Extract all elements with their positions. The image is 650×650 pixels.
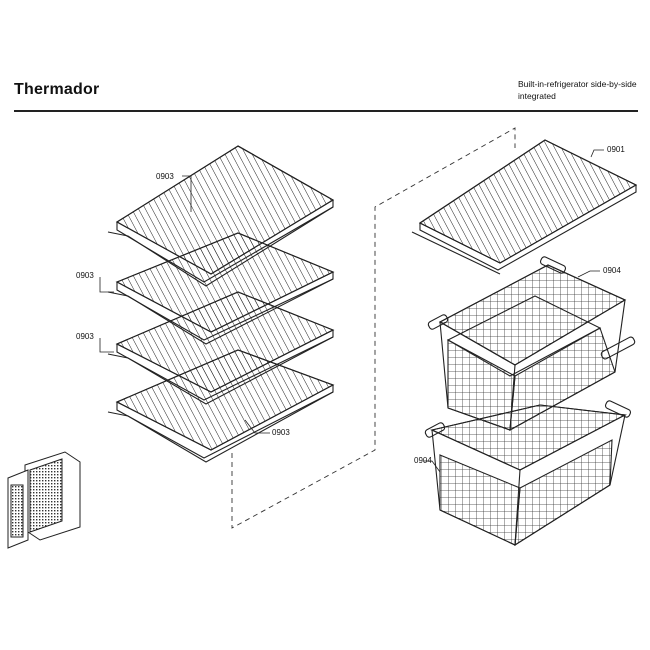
description-line-1: Built-in-refrigerator side-by-side	[518, 79, 637, 89]
part-label-shelf-right: 0901	[607, 145, 625, 154]
part-label-shelf-top: 0903	[156, 172, 174, 181]
description-line-2: integrated	[518, 91, 556, 101]
shelf-bottom	[107, 349, 335, 463]
leader-lines	[99, 149, 604, 473]
part-label-shelf-bottom: 0903	[272, 428, 290, 437]
refrigerator-thumbnail-icon	[7, 451, 81, 549]
part-label-basket-top: 0904	[603, 266, 621, 275]
header-divider	[14, 110, 638, 112]
brand-title: Thermador	[14, 81, 100, 98]
basket-bottom	[424, 400, 632, 547]
part-label-shelf-2: 0903	[76, 271, 94, 280]
basket-top	[427, 256, 636, 431]
part-label-shelf-3: 0903	[76, 332, 94, 341]
product-description: Built-in-refrigerator side-by-side integ…	[518, 78, 650, 102]
part-label-basket-bottom: 0904	[414, 456, 432, 465]
shelf-right	[411, 139, 638, 275]
